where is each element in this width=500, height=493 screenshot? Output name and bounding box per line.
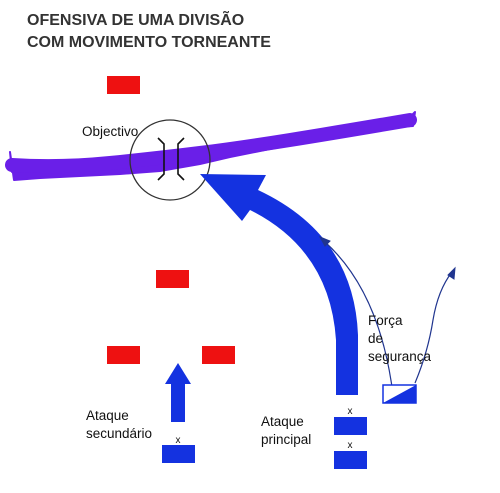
enemy-unit [156,270,189,288]
enemy-unit [202,346,235,364]
security-arrow-left-head [318,236,331,247]
security-force-unit [382,384,417,404]
unit-mark-main-bottom: x [348,440,353,451]
security-label-line-2: de [368,331,383,346]
objective-circle [129,119,211,201]
secondary-attack-label-line-1: Ataque [86,408,129,423]
river-center-line [5,113,417,174]
security-label-line-3: segurança [368,349,432,364]
friendly-unit-main-top [334,417,367,435]
enemy-unit [107,346,140,364]
security-arrow-left [324,241,393,388]
main-attack-arrow [200,174,358,395]
unit-mark-main-top: x [348,406,353,417]
title-line-2: COM MOVIMENTO TORNEANTE [27,34,271,51]
friendly-unit-main-bottom [334,451,367,469]
unit-mark-secondary: x [176,435,181,446]
bridge-icon [157,137,185,181]
main-attack-label-line-2: principal [261,432,311,447]
security-arrow-right [414,271,453,384]
secondary-attack-arrow [165,363,191,422]
main-attack-label-line-1: Ataque [261,414,304,429]
friendly-unit-secondary [162,445,195,463]
security-arrow-right-head [447,266,456,280]
secondary-attack-label-line-2: secundário [86,426,152,441]
security-label-line-1: Força [368,313,403,328]
objective-label: Objectivo [82,124,138,139]
enemy-unit [107,76,140,94]
diagram-title: OFENSIVA DE UMA DIVISÃO COM MOVIMENTO TO… [27,10,271,54]
title-line-1: OFENSIVA DE UMA DIVISÃO [27,12,245,29]
